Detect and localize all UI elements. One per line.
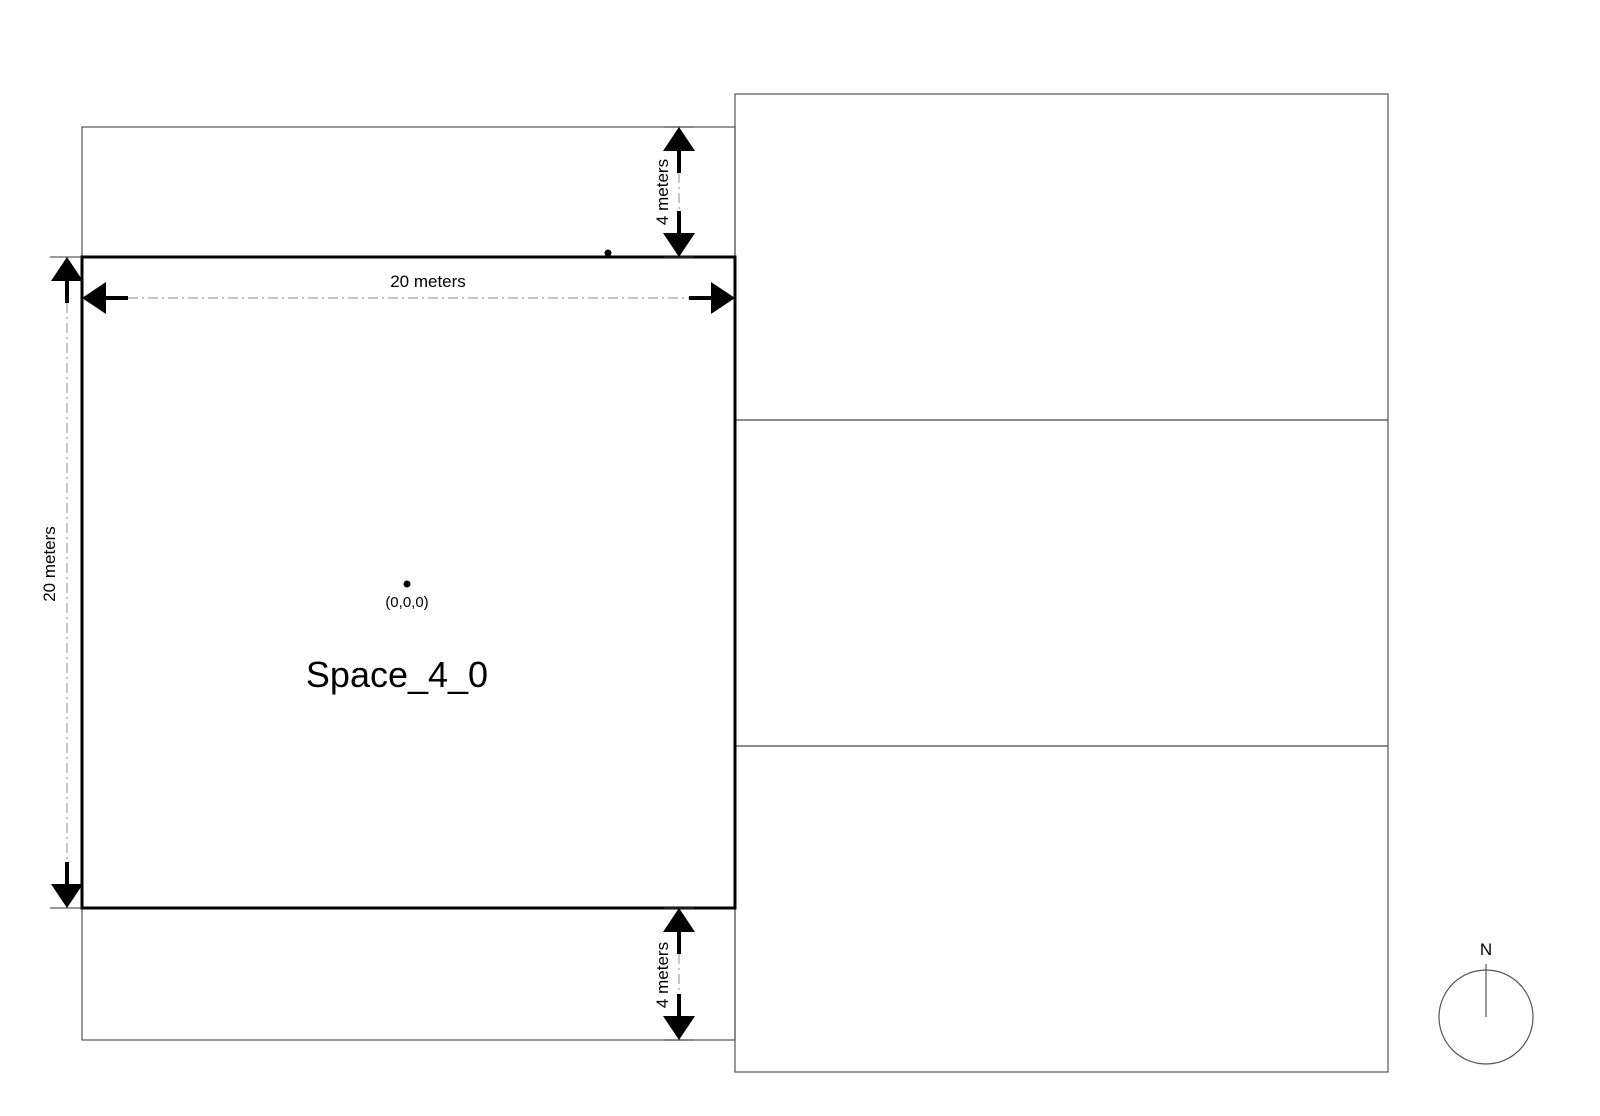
adjacent-spaces (734, 93, 1389, 1073)
height-dimension-label: 20 meters (40, 526, 59, 602)
edge-marker-dot (604, 249, 612, 257)
top-offset-dimension: 4 meters (653, 126, 695, 258)
adjacent-space-middle (734, 419, 1389, 747)
space-name-label: Space_4_0 (306, 654, 488, 695)
main-space-boundary (80, 255, 737, 910)
adjacent-space-bottom (734, 745, 1389, 1073)
width-dimension: 20 meters (82, 272, 735, 314)
north-label: N (1480, 940, 1492, 959)
adjacent-space-top (734, 93, 1389, 421)
width-dimension-label: 20 meters (390, 272, 466, 291)
origin-point (403, 580, 411, 588)
north-compass: N (1438, 940, 1534, 1065)
top-offset-label: 4 meters (653, 159, 672, 225)
origin-label: (0,0,0) (385, 594, 428, 611)
bottom-offset-label: 4 meters (653, 942, 672, 1008)
height-dimension: 20 meters (40, 256, 83, 909)
bottom-offset-dimension: 4 meters (653, 907, 695, 1041)
